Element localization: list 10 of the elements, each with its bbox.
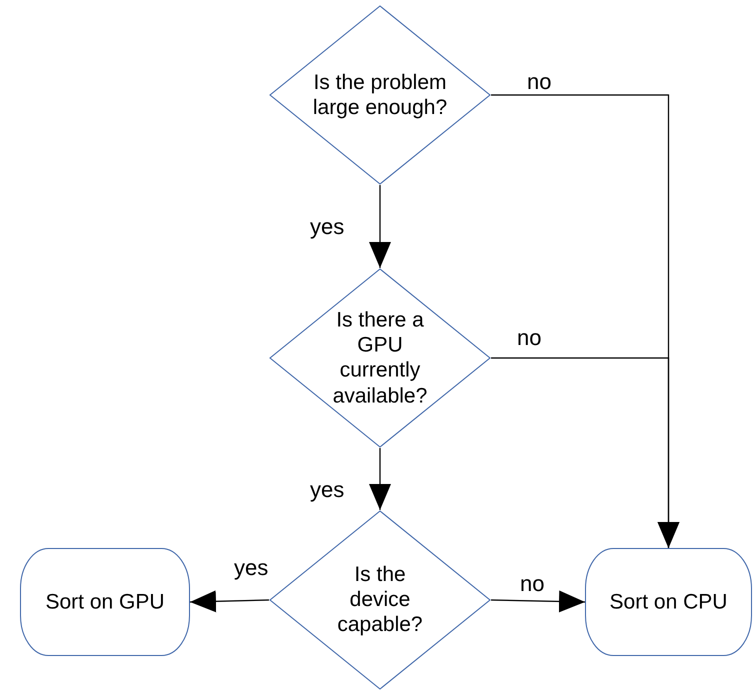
- node-text: Is there a GPU currently available?: [332, 308, 428, 408]
- node-text: Is the problem large enough?: [312, 70, 448, 120]
- terminal-box: [20, 548, 190, 656]
- decision-diamond: [269, 510, 491, 690]
- decision-diamond: [269, 268, 491, 448]
- decision-diamond: [269, 5, 491, 185]
- node-text: Is the device capable?: [336, 562, 424, 638]
- node-text: Sort on GPU: [44, 589, 166, 615]
- terminal-box: [585, 548, 752, 656]
- node-text: Sort on CPU: [608, 589, 728, 615]
